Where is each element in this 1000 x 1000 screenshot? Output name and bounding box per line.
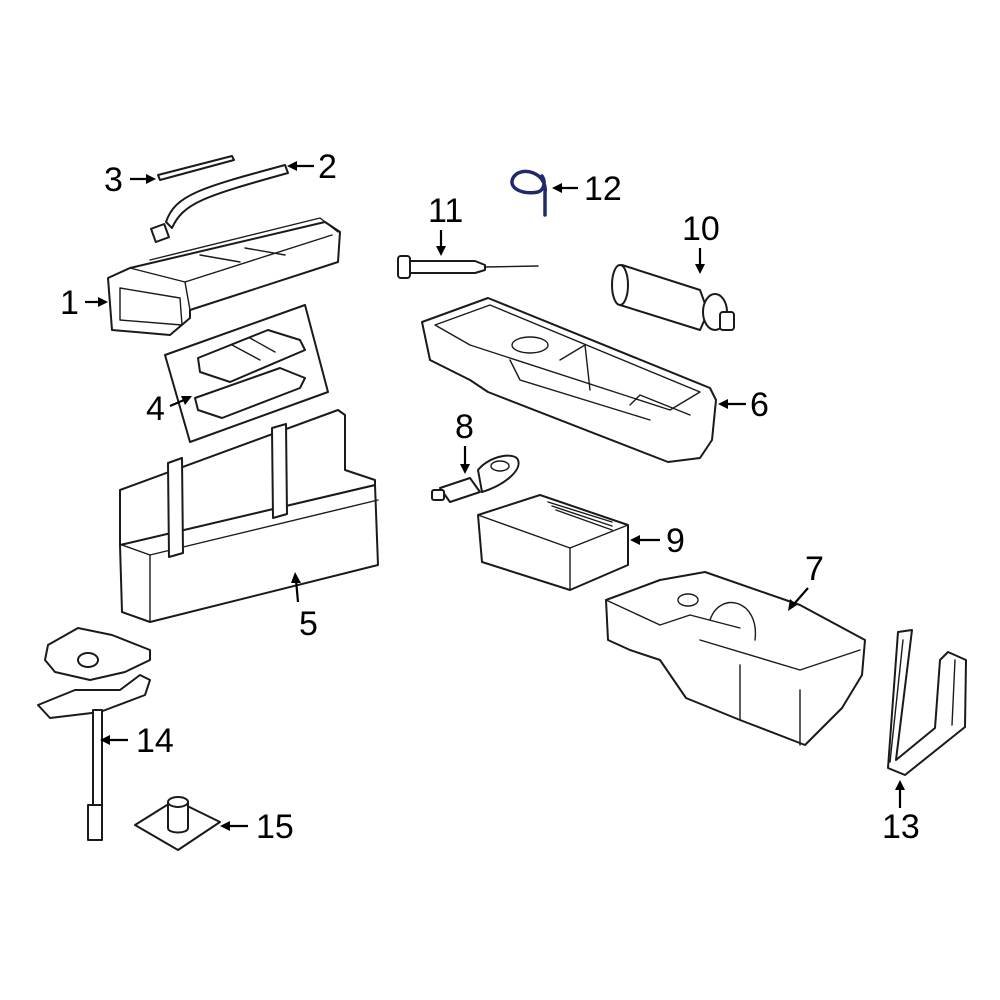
- callout-12: 12: [584, 170, 622, 208]
- part-12-lock-pin[interactable]: [510, 169, 547, 217]
- callout-1: 1: [60, 284, 79, 322]
- part-1-tool-tray[interactable]: [107, 217, 341, 336]
- callout-14: 14: [136, 722, 174, 760]
- part-3-rod[interactable]: [157, 155, 235, 181]
- part-6-upper-tray[interactable]: [421, 297, 717, 463]
- leader-lines: [85, 161, 905, 831]
- callout-7: 7: [805, 550, 824, 588]
- callout-3: 3: [104, 161, 123, 199]
- callout-8: 8: [455, 408, 474, 446]
- part-11-extension-bar[interactable]: [397, 255, 539, 279]
- part-10-canister[interactable]: [611, 264, 735, 331]
- callout-15: 15: [256, 808, 294, 846]
- part-9-box[interactable]: [477, 494, 629, 591]
- part-15-jack-pad[interactable]: [134, 796, 221, 851]
- part-14-jack[interactable]: [37, 627, 151, 841]
- part-13-strap[interactable]: [887, 629, 967, 776]
- callout-6: 6: [750, 386, 769, 424]
- callout-5: 5: [299, 605, 318, 643]
- callout-13: 13: [882, 808, 920, 846]
- callout-11: 11: [428, 192, 463, 230]
- callout-2: 2: [318, 148, 337, 186]
- callout-4: 4: [146, 390, 165, 428]
- callout-9: 9: [666, 522, 685, 560]
- part-5-storage-bin[interactable]: [119, 409, 379, 623]
- part-4-shim-kit[interactable]: [164, 304, 329, 443]
- callout-labels: 1 2 3 4 5 6 7 8 9 10 11 12 13 14 15: [60, 148, 920, 846]
- part-2-bent-handle[interactable]: [150, 164, 289, 243]
- part-7-lower-tray[interactable]: [605, 571, 866, 746]
- callout-10: 10: [682, 210, 720, 248]
- part-8-key[interactable]: [431, 454, 520, 503]
